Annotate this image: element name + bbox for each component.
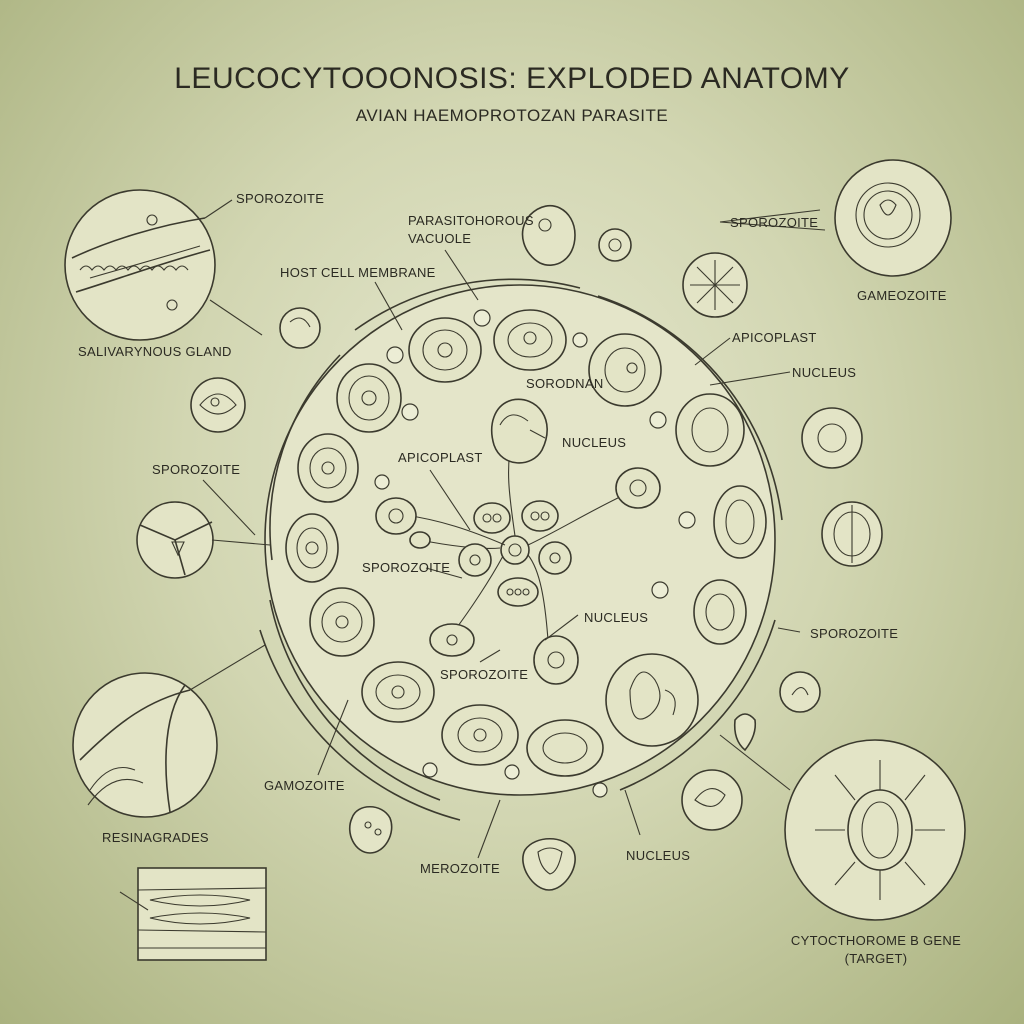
central-sporozoite-cluster [375,398,661,685]
label-sorodnan: SORODNAN [526,376,604,391]
tissue-section [137,867,267,961]
sporozoite-lobe [497,577,539,607]
free-cell [779,671,821,713]
label-nucleus-center: NUCLEUS [562,435,626,450]
sporozoite-lobe [490,398,548,464]
page-subtitle: AVIAN HAEMOPROTOZAN PARASITE [356,106,669,125]
label-sporozoite: SPOROZOITE [730,215,818,230]
gametozoite-detail [834,159,952,277]
free-cell [681,769,743,831]
sporozoite-lobe [538,541,572,575]
free-cell [821,501,883,567]
organelle [297,433,359,503]
free-cell [348,805,393,854]
sporozoite-lobe [521,500,559,532]
organelle [309,587,375,657]
labels: SPOROZOITE SALIVARYNOUS GLAND PARASITOHO… [78,191,961,966]
sporozoite-section-left [136,501,214,579]
label-apicoplast-center: APICOPLAST [398,450,483,465]
sporozoite-lobe [429,623,475,657]
label-sporozoite: SPOROZOITE [236,191,324,206]
label-sporozoite-left: SPOROZOITE [152,462,240,477]
cytochrome-target-detail [784,739,966,921]
sporozoite-lobe [458,543,492,577]
resinagrades-detail [72,672,218,818]
organelle-large [605,653,699,747]
organelle [336,363,402,433]
organelle [441,704,519,766]
organelle [675,393,745,467]
label-parasitophorous: PARASITOHOROUS [408,213,534,228]
organelle [493,309,567,371]
free-cell [682,252,748,318]
salivary-gland-detail [64,189,216,341]
peripheral-organelles [285,309,767,777]
label-nucleus-bottom: NUCLEUS [626,848,690,863]
organelle [408,317,482,383]
label-cytochrome: CYTOCTHOROME B GENE [791,933,961,948]
sporozoite-lobe [375,497,417,535]
free-cell [522,838,576,891]
vesicle-detail-left [190,377,246,433]
label-salivary-gland: SALIVARYNOUS GLAND [78,344,232,359]
label-apicoplast: APICOPLAST [732,330,817,345]
organelle [693,579,747,645]
free-cell [801,407,863,469]
organelle [526,719,604,777]
free-cell [279,307,321,349]
free-cell [521,204,576,266]
label-sporozoite-center: SPOROZOITE [362,560,450,575]
free-cell [733,713,757,752]
free-cell [598,228,632,262]
sporozoite-lobe [473,502,511,534]
organelle [588,333,662,407]
label-nucleus-lower: NUCLEUS [584,610,648,625]
label-gametozoite: GAMEOZOITE [857,288,947,303]
label-vacuole: VACUOLE [408,231,471,246]
page-title: LEUCOCYTOOONOSIS: EXPLODED ANATOMY [174,62,850,95]
sporozoite-lobe [615,467,661,509]
free-cells [279,204,883,891]
label-nucleus: NUCLEUS [792,365,856,380]
label-gamozoite: GAMOZOITE [264,778,345,793]
sporozoite-lobe [533,635,579,685]
label-cytochrome-target: (TARGET) [845,951,908,966]
vesicles [374,309,696,798]
label-resinagrades: RESINAGRADES [102,830,209,845]
organelle [713,485,767,559]
leader-lines [119,199,826,911]
sporozoite-lobe [409,531,431,549]
label-merozoite: MEROZOITE [420,861,500,876]
organelle [285,513,339,583]
label-sporozoite-right: SPOROZOITE [810,626,898,641]
organelle [361,661,435,723]
label-sporozoite-bottom: SPOROZOITE [440,667,528,682]
label-host-cell-membrane: HOST CELL MEMBRANE [280,265,436,280]
